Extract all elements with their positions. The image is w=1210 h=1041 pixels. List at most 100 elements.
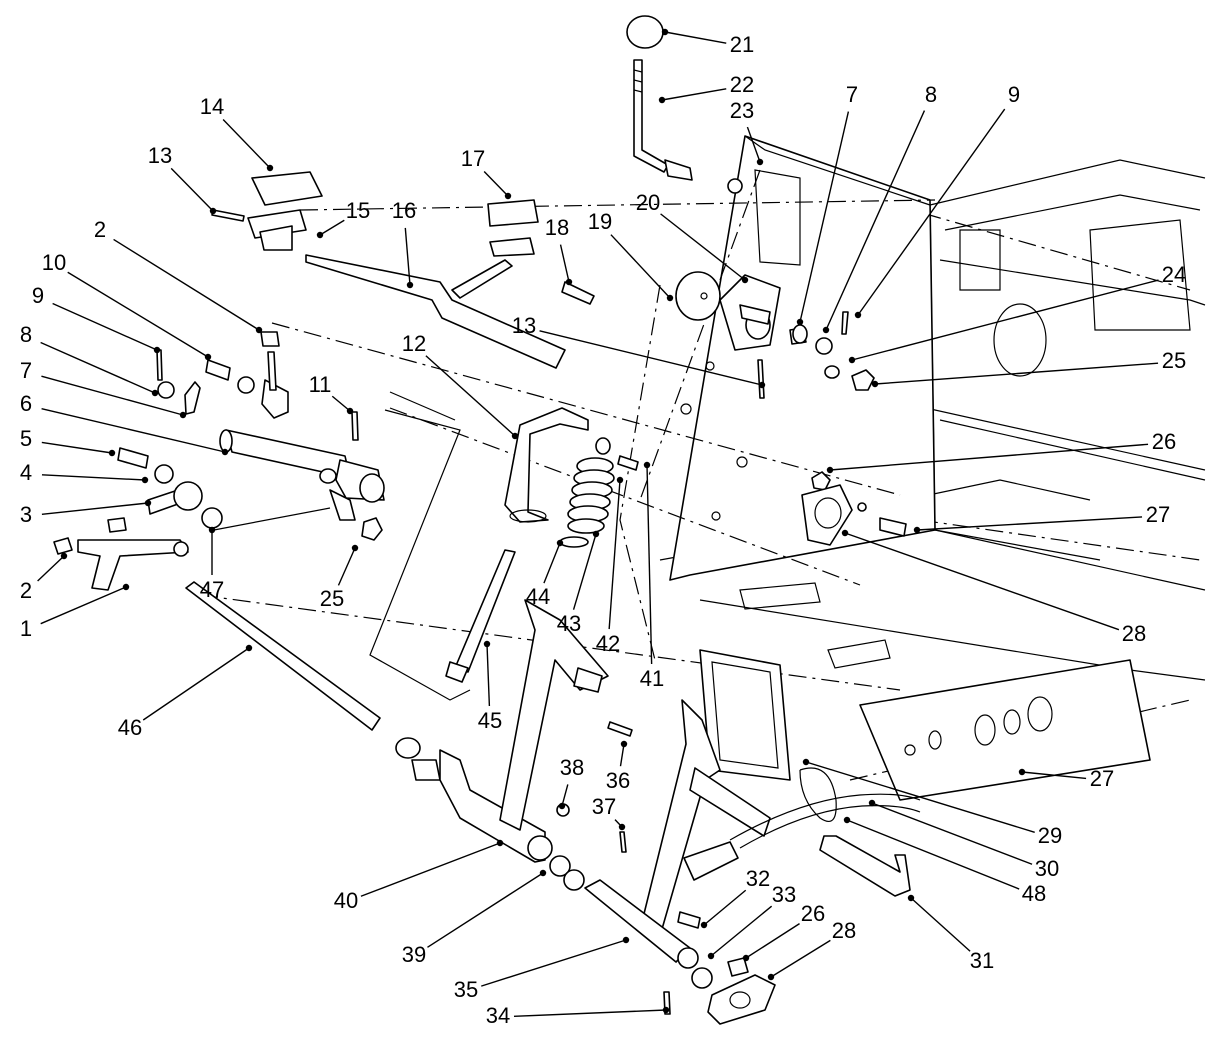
leader-line bbox=[664, 31, 727, 44]
leader-dot bbox=[539, 869, 547, 877]
leader-line bbox=[799, 111, 850, 323]
part-number-label: 2 bbox=[20, 578, 32, 603]
callout-7: 7 bbox=[20, 358, 187, 419]
callout-47: 47 bbox=[200, 526, 224, 602]
leader-dot bbox=[756, 158, 764, 166]
leader-line bbox=[608, 479, 621, 630]
leader-line bbox=[41, 474, 146, 481]
leader-line bbox=[559, 244, 570, 283]
leader-dot bbox=[245, 644, 253, 652]
leader-dot bbox=[153, 346, 161, 354]
part-number-label: 46 bbox=[118, 715, 142, 740]
callout-8: 8 bbox=[20, 322, 159, 397]
leader-line bbox=[871, 802, 1033, 865]
callout-19: 19 bbox=[588, 209, 674, 302]
leader-dot bbox=[620, 740, 628, 748]
callout-36: 36 bbox=[606, 740, 630, 793]
leader-dot bbox=[144, 499, 152, 507]
right-fasteners bbox=[757, 311, 875, 399]
leader-dot bbox=[1018, 768, 1026, 776]
leader-line bbox=[874, 362, 1159, 385]
leader-dot bbox=[122, 583, 130, 591]
leader-line bbox=[41, 375, 184, 416]
leader-line bbox=[41, 407, 226, 453]
leader-line bbox=[543, 542, 561, 584]
callout-28: 28 bbox=[841, 529, 1146, 646]
callout-24: 24 bbox=[848, 262, 1186, 364]
callout-45: 45 bbox=[478, 640, 502, 733]
part-number-label: 7 bbox=[846, 82, 858, 107]
callout-30: 30 bbox=[868, 799, 1059, 881]
part-number-label: 8 bbox=[925, 82, 937, 107]
leader-dot bbox=[741, 276, 749, 284]
leader-dot bbox=[658, 96, 666, 104]
leader-dot bbox=[266, 164, 274, 172]
part-number-label: 26 bbox=[1152, 429, 1176, 454]
callout-38: 38 bbox=[558, 755, 584, 810]
leader-dot bbox=[796, 318, 804, 326]
leader-line bbox=[483, 170, 509, 197]
leader-line bbox=[52, 302, 158, 351]
leader-dot bbox=[913, 526, 921, 534]
leader-dot bbox=[643, 461, 651, 469]
leader-line bbox=[610, 234, 671, 299]
leader-line bbox=[710, 905, 773, 957]
leader-dot bbox=[843, 816, 851, 824]
part-number-label: 47 bbox=[200, 577, 224, 602]
leader-line bbox=[222, 119, 271, 169]
part-number-label: 37 bbox=[592, 794, 616, 819]
callout-17: 17 bbox=[461, 146, 512, 200]
callout-5: 5 bbox=[20, 426, 116, 457]
part-number-label: 26 bbox=[801, 901, 825, 926]
part-number-label: 12 bbox=[402, 331, 426, 356]
part-number-label: 28 bbox=[1122, 621, 1146, 646]
leader-line bbox=[427, 872, 544, 948]
callout-42: 42 bbox=[596, 476, 624, 656]
part-number-label: 25 bbox=[320, 586, 344, 611]
callout-27: 27 bbox=[913, 502, 1170, 534]
leader-dot bbox=[209, 207, 217, 215]
leader-line bbox=[910, 897, 971, 952]
leader-line bbox=[539, 330, 763, 386]
part-number-label: 23 bbox=[730, 98, 754, 123]
leader-dot bbox=[700, 921, 708, 929]
part-number-label: 27 bbox=[1146, 502, 1170, 527]
callout-4: 4 bbox=[20, 460, 149, 485]
callout-1: 1 bbox=[20, 583, 130, 641]
part-number-label: 9 bbox=[32, 283, 44, 308]
leader-dot bbox=[108, 449, 116, 457]
leader-line bbox=[572, 533, 597, 610]
part-number-label: 5 bbox=[20, 426, 32, 451]
callout-2: 2 bbox=[20, 552, 68, 603]
part-number-label: 41 bbox=[640, 666, 664, 691]
callout-25: 25 bbox=[871, 348, 1186, 388]
leader-line bbox=[646, 464, 653, 665]
part-number-label: 3 bbox=[20, 502, 32, 527]
leader-line bbox=[37, 555, 65, 582]
leader-dot bbox=[60, 552, 68, 560]
leader-dot bbox=[511, 432, 519, 440]
leader-line bbox=[619, 743, 625, 767]
leader-line bbox=[170, 167, 214, 212]
part-number-label: 13 bbox=[512, 313, 536, 338]
callout-43: 43 bbox=[557, 530, 600, 636]
leader-dot bbox=[406, 281, 414, 289]
leader-dot bbox=[868, 799, 876, 807]
leader-dot bbox=[854, 311, 862, 319]
leader-line bbox=[857, 108, 1006, 316]
part-number-label: 48 bbox=[1022, 881, 1046, 906]
callout-48: 48 bbox=[843, 816, 1046, 906]
callout-27: 27 bbox=[1018, 766, 1114, 791]
leader-dot bbox=[826, 466, 834, 474]
part-number-label: 43 bbox=[557, 611, 581, 636]
callout-44: 44 bbox=[526, 539, 564, 609]
dashed-guide-lines bbox=[199, 169, 936, 691]
leader-dot bbox=[758, 381, 766, 389]
leader-line bbox=[805, 761, 1035, 833]
callout-10: 10 bbox=[42, 250, 212, 361]
part-number-label: 2 bbox=[94, 217, 106, 242]
callout-18: 18 bbox=[545, 215, 573, 286]
leader-dot bbox=[208, 526, 216, 534]
